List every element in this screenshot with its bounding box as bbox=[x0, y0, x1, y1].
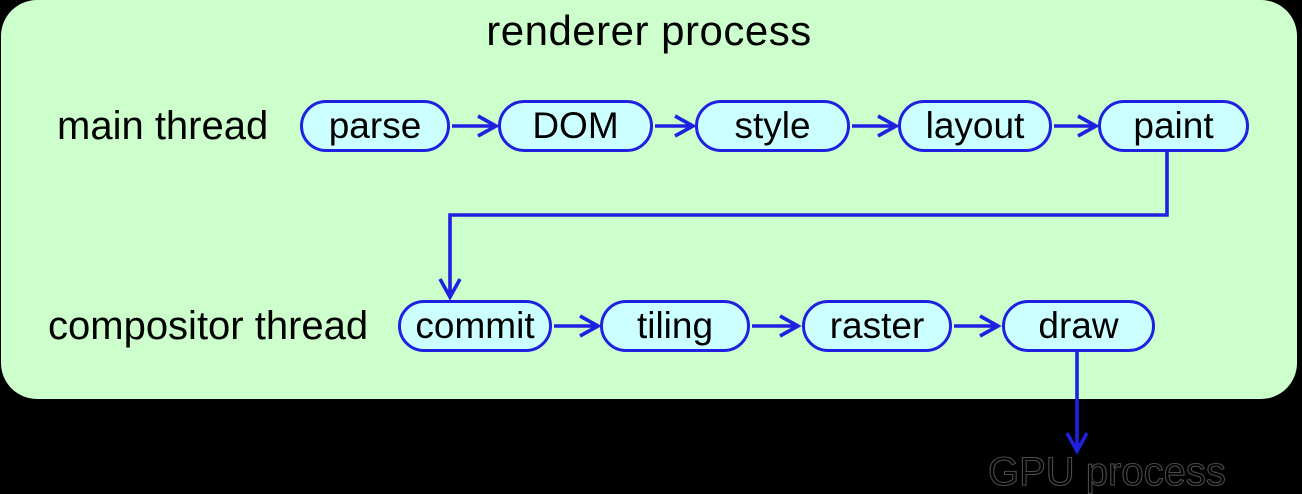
node-raster: raster bbox=[802, 300, 952, 352]
node-parse: parse bbox=[300, 100, 450, 152]
node-style: style bbox=[695, 100, 850, 152]
row-label-compositor-thread: compositor thread bbox=[48, 303, 369, 348]
node-layout: layout bbox=[898, 100, 1052, 152]
gpu-process-label: GPU process bbox=[987, 449, 1226, 494]
node-draw: draw bbox=[1002, 300, 1155, 352]
node-tiling: tiling bbox=[600, 300, 750, 352]
diagram-title: renderer process bbox=[486, 7, 812, 54]
node-paint: paint bbox=[1098, 100, 1249, 152]
node-dom: DOM bbox=[498, 100, 653, 152]
node-commit: commit bbox=[398, 300, 552, 352]
row-label-main-thread: main thread bbox=[57, 103, 269, 148]
